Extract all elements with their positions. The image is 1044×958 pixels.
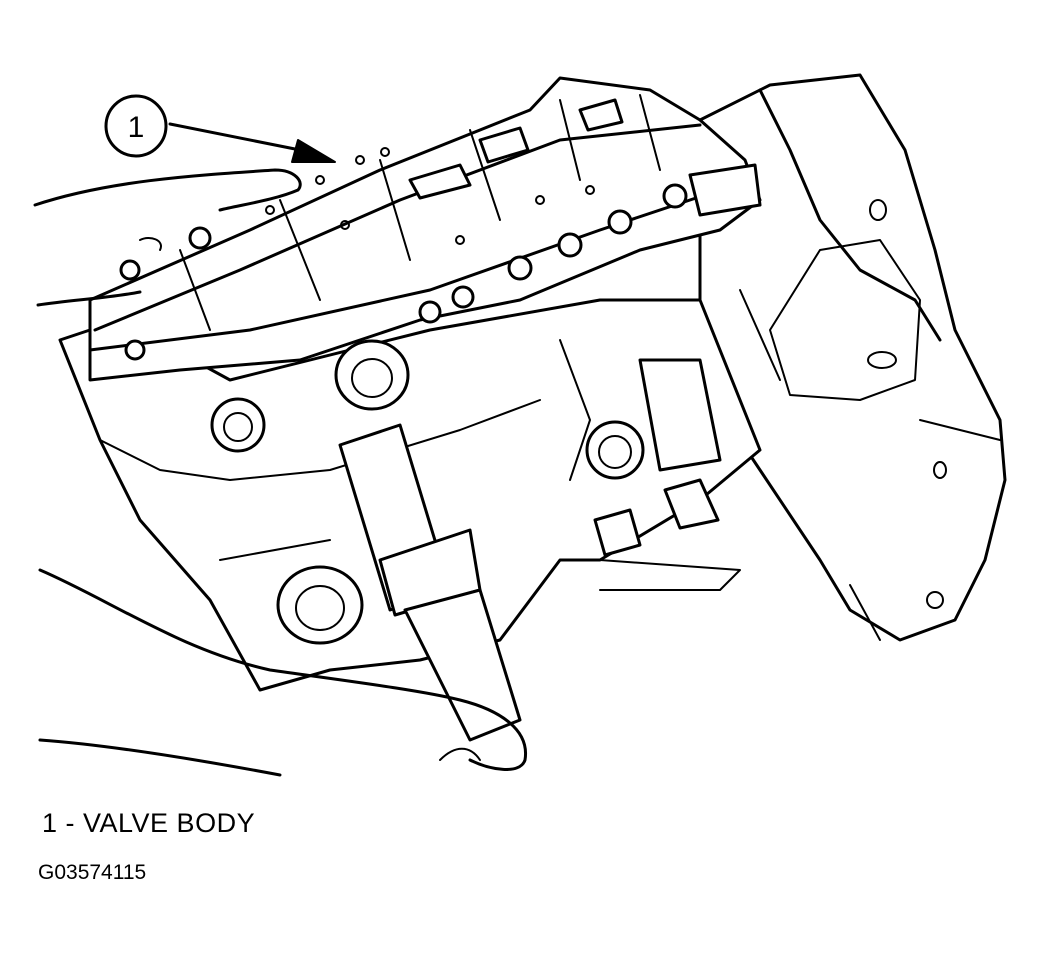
left-hand (33, 168, 302, 307)
legend-item-valve-body: 1 - VALVE BODY (42, 808, 256, 838)
valve-body (88, 76, 762, 382)
callout-number: 1 (128, 111, 145, 144)
right-hand (38, 568, 528, 777)
transmission-case (698, 73, 1007, 642)
valve-body-illustration: 1 (33, 73, 1007, 777)
callout-1: 1 (104, 94, 336, 163)
filler-tube (338, 423, 522, 742)
legend: 1 - VALVE BODY (42, 808, 255, 839)
figure-id: G03574115 (38, 861, 147, 884)
